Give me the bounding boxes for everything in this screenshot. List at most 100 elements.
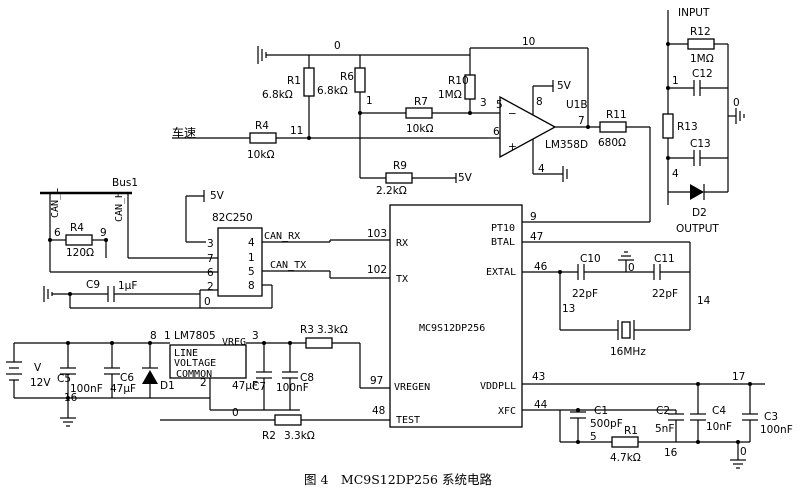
net-label: 3 — [480, 97, 487, 109]
mcu-pin-vddpll: VDDPLL — [480, 381, 516, 392]
can-tx-label: CAN_TX — [270, 260, 306, 271]
battery-value: 12V — [30, 377, 51, 389]
net-label: 102 — [367, 264, 387, 276]
battery-ref: V — [34, 362, 42, 374]
c3-ref: C3 — [764, 411, 778, 423]
r4-ref: R4 — [255, 120, 269, 132]
input-label: INPUT — [678, 7, 710, 19]
net-label: 43 — [532, 371, 545, 383]
net-label: 9 — [530, 211, 537, 223]
opamp-designator: U1B — [566, 99, 588, 111]
c5-ref: C5 — [57, 373, 71, 385]
net-label: 6 — [54, 227, 61, 239]
net-label: 13 — [562, 303, 575, 315]
r13-ref: R13 — [677, 121, 698, 133]
c11-ref: C11 — [654, 253, 675, 265]
opamp-pin8: 8 — [536, 96, 543, 108]
c6-ref: C6 — [120, 372, 134, 384]
mcu-pin-vregen: VREGEN — [394, 382, 430, 393]
bus-label: Bus1 — [112, 177, 138, 189]
c8-ref: C8 — [300, 372, 314, 384]
resistor-r3 — [305, 337, 333, 349]
can-supply: 5V — [210, 190, 225, 202]
regulator-vreg: VREG — [222, 337, 246, 348]
c4-ref: C4 — [712, 405, 726, 417]
net-label: 4 — [538, 163, 545, 175]
r3-ref: R3 — [300, 324, 314, 336]
opamp-minus: − — [508, 108, 517, 120]
regulator-line1: LINE — [174, 348, 198, 359]
r7-value: 10kΩ — [406, 123, 433, 135]
opamp-plus: + — [508, 141, 517, 153]
mcu-part: MC9S12DP256 — [419, 323, 485, 334]
transceiver-part: 82C250 — [212, 212, 253, 224]
net-label: 0 — [740, 446, 747, 458]
c11-value: 22pF — [652, 288, 678, 300]
resistor-r13 — [662, 113, 674, 139]
pin-label: 7 — [207, 253, 214, 265]
pin-label: 1 — [248, 252, 255, 264]
can-h-label: CAN_H — [114, 192, 125, 222]
net-label: 103 — [367, 228, 387, 240]
speed-input-label: 车速 — [172, 125, 196, 140]
d1-label: D1 — [160, 380, 175, 392]
opamp-u1b — [499, 95, 557, 159]
rcan-ref: R4 — [70, 222, 84, 234]
r9-ref: R9 — [393, 160, 407, 172]
crystal-16mhz — [621, 321, 631, 339]
resistor-rcan — [65, 234, 93, 246]
resistor-r7 — [405, 107, 433, 119]
ground-symbol — [60, 417, 76, 427]
opamp-pin7: 7 — [578, 115, 585, 127]
resistor-r1b — [611, 436, 639, 448]
net-label: 97 — [370, 375, 383, 387]
pin-label: 4 — [248, 237, 255, 249]
r7-ref: R7 — [414, 96, 428, 108]
net-label: 4 — [672, 168, 679, 180]
ground-symbol — [257, 46, 267, 64]
r1-value: 6.8kΩ — [262, 89, 293, 101]
can-l-label: CAN_L — [50, 188, 61, 218]
r2-ref: R2 — [262, 430, 276, 442]
c7-value: 47μF — [232, 380, 258, 392]
pin-label: 6 — [207, 267, 214, 279]
net-label: 0 — [204, 296, 211, 308]
net-label: 10 — [522, 36, 535, 48]
d2-label: D2 — [692, 207, 707, 219]
rcan-value: 120Ω — [66, 247, 94, 259]
r4-value: 10kΩ — [247, 149, 274, 161]
net-label: 0 — [232, 407, 239, 419]
c9-ref: C9 — [86, 279, 100, 291]
r6-ref: R6 — [340, 71, 354, 83]
c1-ref: C1 — [594, 405, 608, 417]
c13-ref: C13 — [690, 138, 711, 150]
c3-value: 100nF — [760, 424, 793, 436]
net-label: 17 — [732, 371, 745, 383]
net-label: 14 — [697, 295, 711, 307]
pin-label: 3 — [207, 238, 214, 250]
mcu-pin-rx: RX — [396, 238, 408, 249]
resistor-r6 — [354, 67, 366, 93]
net-label: 1 — [366, 95, 373, 107]
mcu-pin-xfc: XFC — [498, 406, 516, 417]
r1b-ref: R1 — [624, 425, 638, 437]
c2-value: 5nF — [655, 423, 674, 435]
pin-label: 1 — [164, 330, 171, 342]
r6-value: 6.8kΩ — [317, 85, 348, 97]
c6-value: 47μF — [110, 383, 136, 395]
resistor-r9 — [385, 172, 413, 184]
c10-ref: C10 — [580, 253, 601, 265]
diode-d1 — [142, 370, 158, 384]
r2-value: 3.3kΩ — [284, 430, 315, 442]
r3-value: 3.3kΩ — [317, 324, 348, 336]
resistor-r11 — [599, 121, 627, 133]
net-label: 44 — [534, 399, 548, 411]
r12-value: 1MΩ — [690, 53, 714, 65]
pin-label: 8 — [248, 280, 255, 292]
regulator-common: COMMON — [176, 369, 212, 380]
net-label: 0 — [733, 97, 740, 109]
r1-ref: R1 — [287, 75, 301, 87]
net-label: 46 — [534, 261, 548, 273]
mcu-pin-tx: TX — [396, 274, 408, 285]
